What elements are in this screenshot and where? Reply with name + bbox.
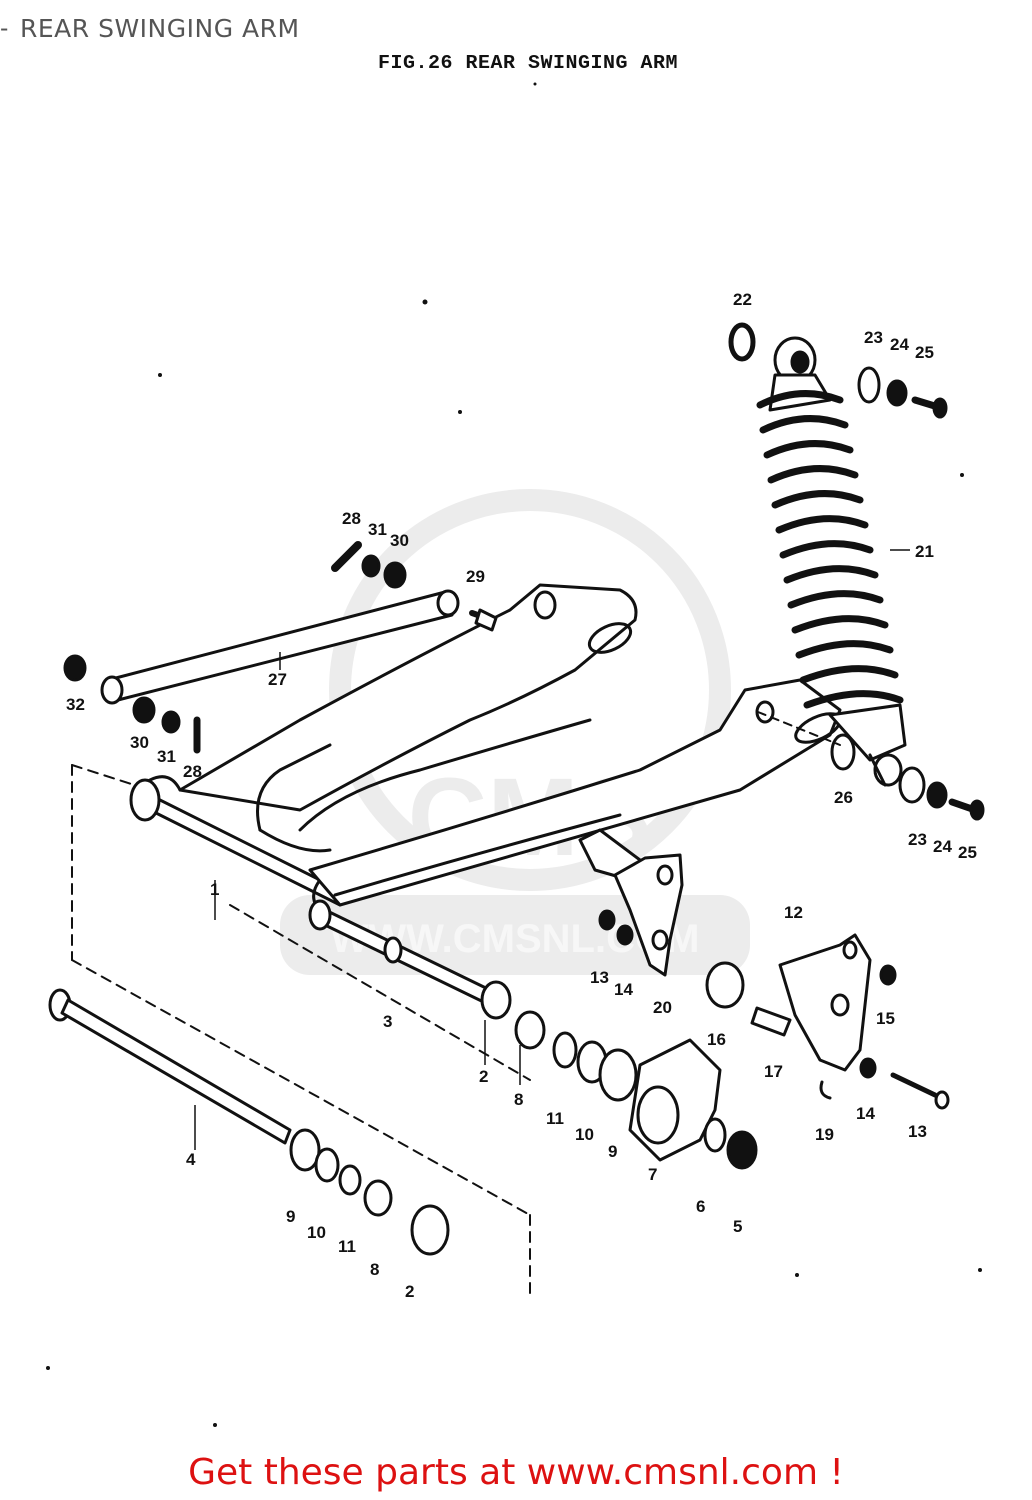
callout-9-right: 9 [608,1142,617,1161]
cotter-pin-28-top [331,541,362,572]
callout-19: 19 [815,1125,834,1144]
cotter-pin-19 [819,1080,832,1100]
washer-10-left [314,1147,340,1183]
callout-22: 22 [733,290,752,309]
callout-23-bottom: 23 [908,830,927,849]
callout-1: 1 [210,880,219,899]
washer-31-bottom [161,710,181,734]
nut-30-top [383,561,407,589]
tie-rod [100,589,498,705]
collar-17 [750,1006,792,1037]
watermark-logo-ring [329,489,731,891]
callout-14-right: 14 [856,1104,875,1123]
washer-23-bottom [898,766,926,804]
nut-24-bottom [926,781,948,809]
bolt-25-bottom [948,798,985,821]
callout-3: 3 [383,1012,392,1031]
shock-spring [756,390,904,709]
callout-17: 17 [764,1062,783,1081]
callout-15: 15 [876,1009,895,1028]
nut-32 [63,654,87,682]
callout-30-top: 30 [390,531,409,550]
figure-caption: FIG.26 REAR SWINGING ARM [378,52,679,75]
callout-31-bottom: 31 [157,747,176,766]
callout-30-bottom: 30 [130,733,149,752]
get-parts-link[interactable]: Get these parts at www.cmsnl.com ! [188,1452,844,1493]
washer-31-top [361,554,381,578]
swing-arm [129,583,842,917]
washer-6 [703,1117,727,1153]
collar-2-left [410,1204,450,1256]
callout-31-top: 31 [368,520,387,539]
callout-8-left: 8 [370,1260,379,1279]
bushing-16 [705,961,745,1009]
nut-30-bottom [132,696,156,724]
callout-8-right: 8 [514,1090,523,1109]
callout-25-top: 25 [915,343,934,362]
bracket-12 [778,933,872,1072]
pivot-sleeve [308,899,512,1020]
bolt-13-right [890,1072,950,1110]
callout-25-bottom: 25 [958,843,977,862]
callout-2-left: 2 [405,1282,414,1301]
nut-14-right [859,1057,877,1079]
washer-9-right [598,1048,638,1102]
scan-specks [46,82,982,1427]
callout-11-right: 11 [546,1109,564,1128]
callout-7: 7 [648,1165,657,1184]
callout-21: 21 [915,542,934,561]
callout-16: 16 [707,1030,726,1049]
washer-26 [830,733,856,771]
bushing-8-left [363,1179,393,1217]
callout-24-top: 24 [890,335,909,354]
callout-6: 6 [696,1197,705,1216]
callout-32: 32 [66,695,85,714]
callout-13-left: 13 [590,968,609,987]
exploded-parts-diagram: WWW.CMSNL.COM CMS [46,82,985,1427]
nut-24-top [886,379,908,407]
pivot-bolt [48,988,292,1145]
callout-20: 20 [653,998,672,1017]
bolt-25-top [911,396,948,419]
callout-labels: 22 23 24 25 21 28 31 30 29 27 32 30 31 2… [66,290,977,1301]
nut-15-left [598,909,616,931]
callout-28-top: 28 [342,509,361,528]
callout-5: 5 [733,1217,742,1236]
callout-14-left: 14 [614,980,633,999]
torque-bracket-20 [613,853,684,977]
leader-lines [194,549,910,1150]
washer-22 [728,322,756,362]
callout-2-right: 2 [479,1067,488,1086]
header-dash: - [0,14,9,42]
callout-23-top: 23 [864,328,883,347]
spacer-11-right [552,1031,578,1069]
washer-14-left [616,924,634,946]
callout-10-right: 10 [575,1125,594,1144]
callout-29: 29 [466,567,485,586]
rear-shock-absorber [756,336,907,787]
callout-4: 4 [186,1150,196,1169]
callout-28-bottom: 28 [183,762,202,781]
callout-10-left: 10 [307,1223,326,1242]
page-title: REAR SWINGING ARM [20,14,300,43]
washer-23-top [857,366,881,404]
spacer-11-left [338,1164,362,1196]
callout-24-bottom: 24 [933,837,952,856]
bushing-8-right [514,1010,546,1050]
nut-15-right [879,964,897,986]
callout-12: 12 [784,903,803,922]
callout-11-left: 11 [338,1237,356,1256]
callout-27: 27 [268,670,287,689]
callout-13-right: 13 [908,1122,927,1141]
nut-5 [726,1130,758,1170]
washer-9-left [289,1128,321,1172]
callout-26: 26 [834,788,853,807]
callout-9-left: 9 [286,1207,295,1226]
